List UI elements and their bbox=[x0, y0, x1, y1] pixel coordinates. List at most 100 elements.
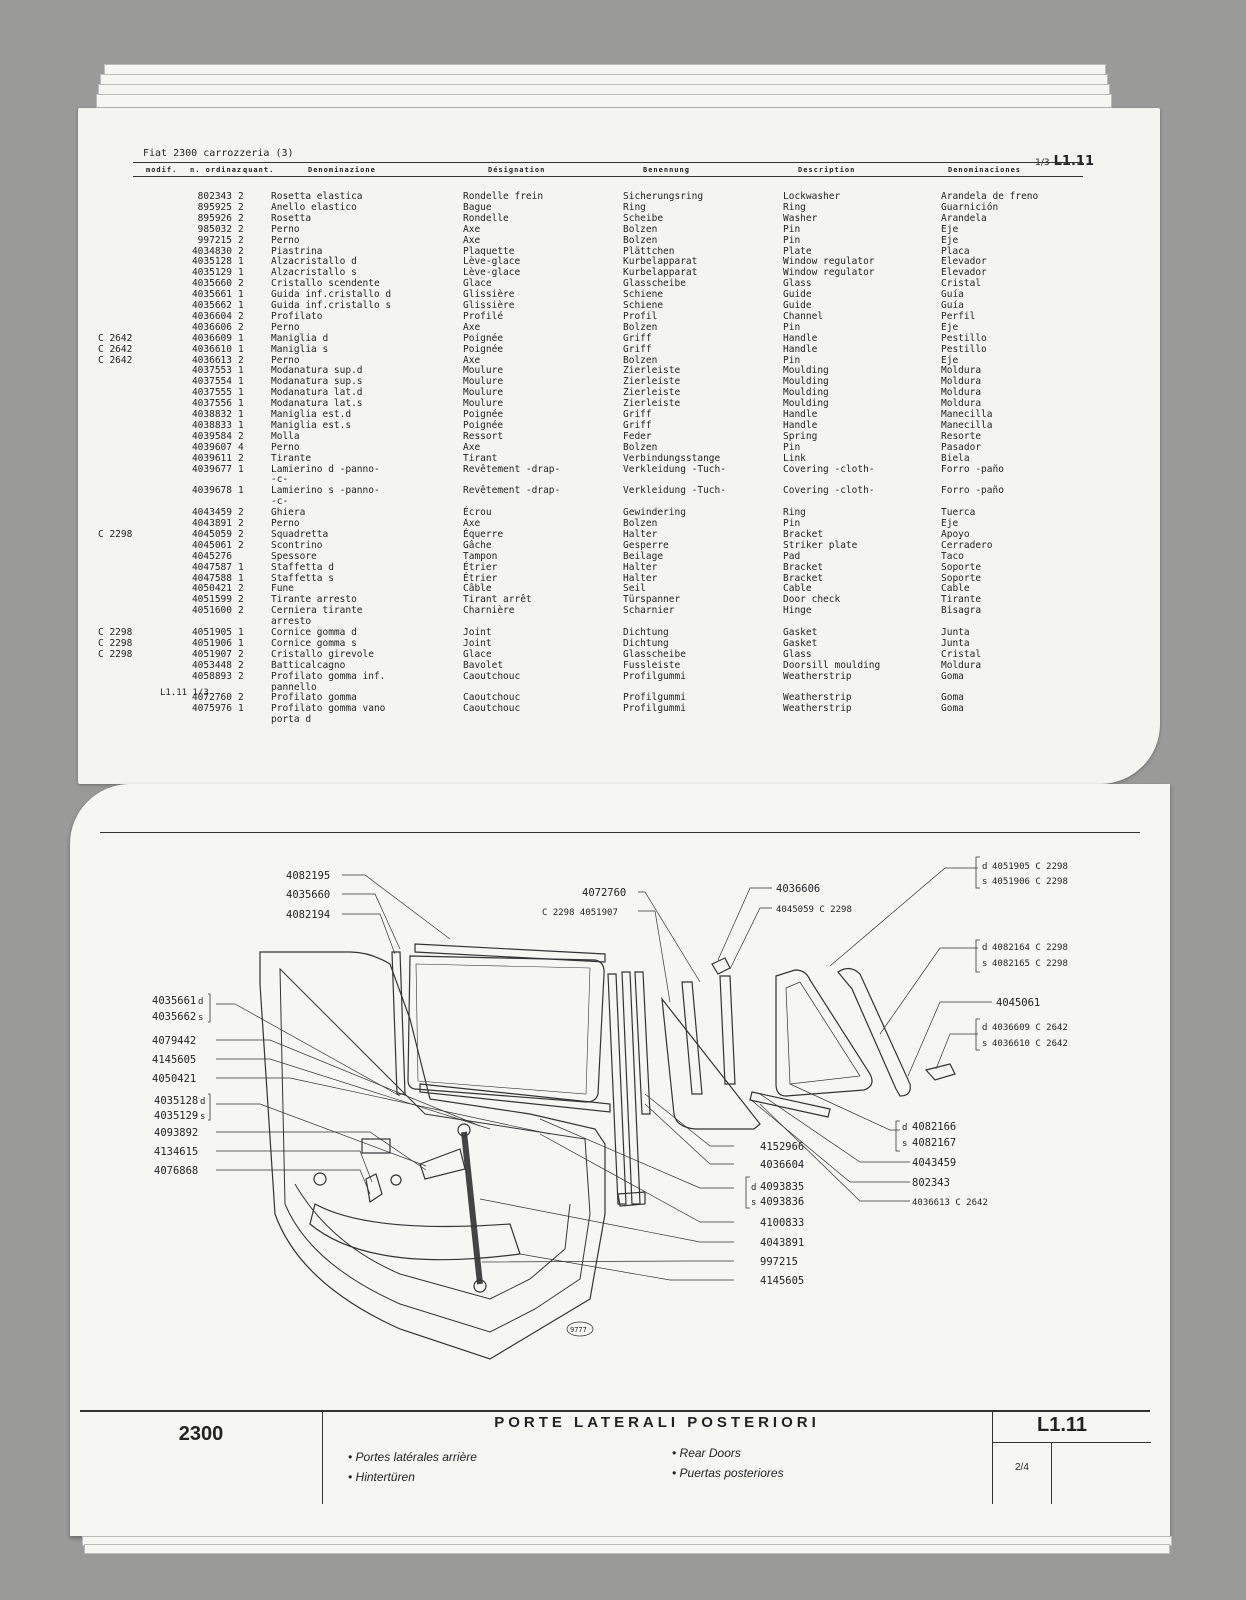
english-name-cell: Striker plate bbox=[783, 539, 858, 551]
part-number-cell: 997215 bbox=[197, 234, 232, 246]
callout-labels: 4082195 4035660 4082194 4035661 d 403566… bbox=[152, 862, 1068, 1337]
quantity-cell: 1 bbox=[238, 300, 244, 311]
window-glass-inner bbox=[415, 963, 591, 1095]
door-outline bbox=[259, 951, 606, 1360]
italian-name-cell: Molla bbox=[271, 430, 300, 442]
german-name-cell: Fussleiste bbox=[623, 659, 681, 671]
modif-cell: C 2298 bbox=[98, 648, 133, 660]
italian-name-cell: -c- bbox=[271, 474, 289, 486]
german-name-cell: Griff bbox=[623, 332, 652, 344]
col-header-italian: Denominazione bbox=[308, 166, 376, 174]
title-block: 2300 PORTE LATERALI POSTERIORI • Portes … bbox=[80, 1410, 1151, 1504]
english-name-cell: Handle bbox=[783, 332, 818, 344]
english-name-cell: Link bbox=[783, 452, 806, 464]
quantity-cell: 1 bbox=[238, 463, 244, 475]
german-name-cell: Plättchen bbox=[623, 245, 675, 257]
code-box: L1.11 2/4 bbox=[992, 1412, 1151, 1504]
callout-label: 4082165 C 2298 bbox=[992, 959, 1068, 969]
title-spanish: • Puertas posteriores bbox=[672, 1466, 784, 1480]
english-name-cell: Door check bbox=[783, 594, 841, 606]
quarter-vent-strip bbox=[681, 981, 703, 1095]
modif-cell: C 2298 bbox=[98, 637, 133, 649]
callout-label: 4036610 C 2642 bbox=[992, 1039, 1068, 1049]
italian-name-cell: Modanatura sup.s bbox=[271, 376, 363, 388]
italian-name-cell: Maniglia d bbox=[271, 332, 329, 344]
french-name-cell: Tirant bbox=[463, 452, 498, 464]
figure-number: 9777 bbox=[570, 1326, 587, 1334]
callout-side: d bbox=[902, 1123, 907, 1133]
french-name-cell: Revêtement -drap- bbox=[463, 485, 561, 497]
quantity-cell: 1 bbox=[238, 637, 244, 649]
part-number-cell: 4053448 bbox=[191, 659, 232, 671]
german-name-cell: Griff bbox=[623, 343, 652, 355]
quantity-cell: 2 bbox=[238, 583, 244, 595]
italian-name-cell: Rosetta elastica bbox=[271, 191, 363, 202]
callout-label: 4051905 C 2298 bbox=[992, 862, 1068, 872]
german-name-cell: Halter bbox=[623, 528, 658, 540]
col-header-french: Désignation bbox=[488, 166, 546, 174]
english-name-cell: Weatherstrip bbox=[783, 692, 852, 704]
german-name-cell: Verkleidung -Tuch- bbox=[623, 463, 726, 475]
french-name-cell: Moulure bbox=[463, 387, 504, 399]
exploded-door-diagram: 4082195 4035660 4082194 4035661 d 403566… bbox=[152, 856, 1068, 1360]
part-number-cell: 4035129 bbox=[191, 267, 232, 279]
spanish-name-cell: Moldura bbox=[941, 365, 982, 377]
italian-name-cell: Batticalcagno bbox=[271, 659, 346, 671]
italian-name-cell: Staffetta s bbox=[271, 572, 334, 584]
part-number-cell: 4047587 bbox=[191, 561, 232, 573]
english-name-cell: Guide bbox=[783, 300, 812, 311]
french-name-cell: Lève-glace bbox=[463, 267, 521, 279]
callout-label: 997215 bbox=[760, 1256, 798, 1268]
callout-side: d bbox=[982, 862, 987, 872]
door-fixing-2 bbox=[390, 1174, 402, 1186]
french-name-cell: Câble bbox=[463, 583, 492, 595]
french-name-cell: Poignée bbox=[463, 332, 504, 344]
part-number-cell: 4037554 bbox=[191, 376, 232, 388]
callout-side: s bbox=[982, 959, 987, 969]
italian-name-cell: Maniglia s bbox=[271, 343, 329, 355]
page-stack-edge bbox=[84, 1544, 1170, 1554]
french-name-cell: Bague bbox=[463, 201, 492, 213]
table-row: pannello bbox=[78, 682, 1160, 694]
modif-cell: C 2642 bbox=[98, 343, 133, 355]
italian-name-cell: Modanatura sup.d bbox=[271, 365, 363, 377]
italian-name-cell: Fune bbox=[271, 583, 294, 595]
sheet-number: 2/4 bbox=[1015, 1462, 1029, 1473]
italian-name-cell: Cerniera tirante bbox=[271, 605, 363, 617]
english-name-cell: Doorsill moulding bbox=[783, 659, 881, 671]
quantity-cell: 2 bbox=[238, 212, 244, 224]
spanish-name-cell: Forro -paño bbox=[941, 463, 1004, 475]
spanish-name-cell: Junta bbox=[941, 627, 970, 638]
english-name-cell: Bracket bbox=[783, 528, 824, 540]
part-number-cell: 4039611 bbox=[191, 452, 232, 464]
callout-label: 4045061 bbox=[996, 997, 1040, 1009]
title-english: • Rear Doors bbox=[672, 1446, 741, 1460]
french-name-cell: Moulure bbox=[463, 376, 504, 388]
part-number-cell: 4039584 bbox=[191, 430, 232, 442]
regulator-pivot-top bbox=[457, 1123, 471, 1137]
german-name-cell: Gesperre bbox=[623, 539, 669, 551]
callout-side: s bbox=[982, 1039, 987, 1049]
german-name-cell: Griff bbox=[623, 419, 652, 431]
german-name-cell: Feder bbox=[623, 430, 652, 442]
page-code-text: L1.11 bbox=[1053, 154, 1094, 169]
col-header-english: Description bbox=[798, 166, 856, 174]
spanish-name-cell: Guarnición bbox=[941, 201, 999, 213]
italian-name-cell: porta d bbox=[271, 714, 312, 726]
table-row: porta d bbox=[78, 715, 1160, 726]
header-rule-bottom bbox=[133, 176, 1083, 177]
french-name-cell: Caoutchouc bbox=[463, 670, 521, 682]
